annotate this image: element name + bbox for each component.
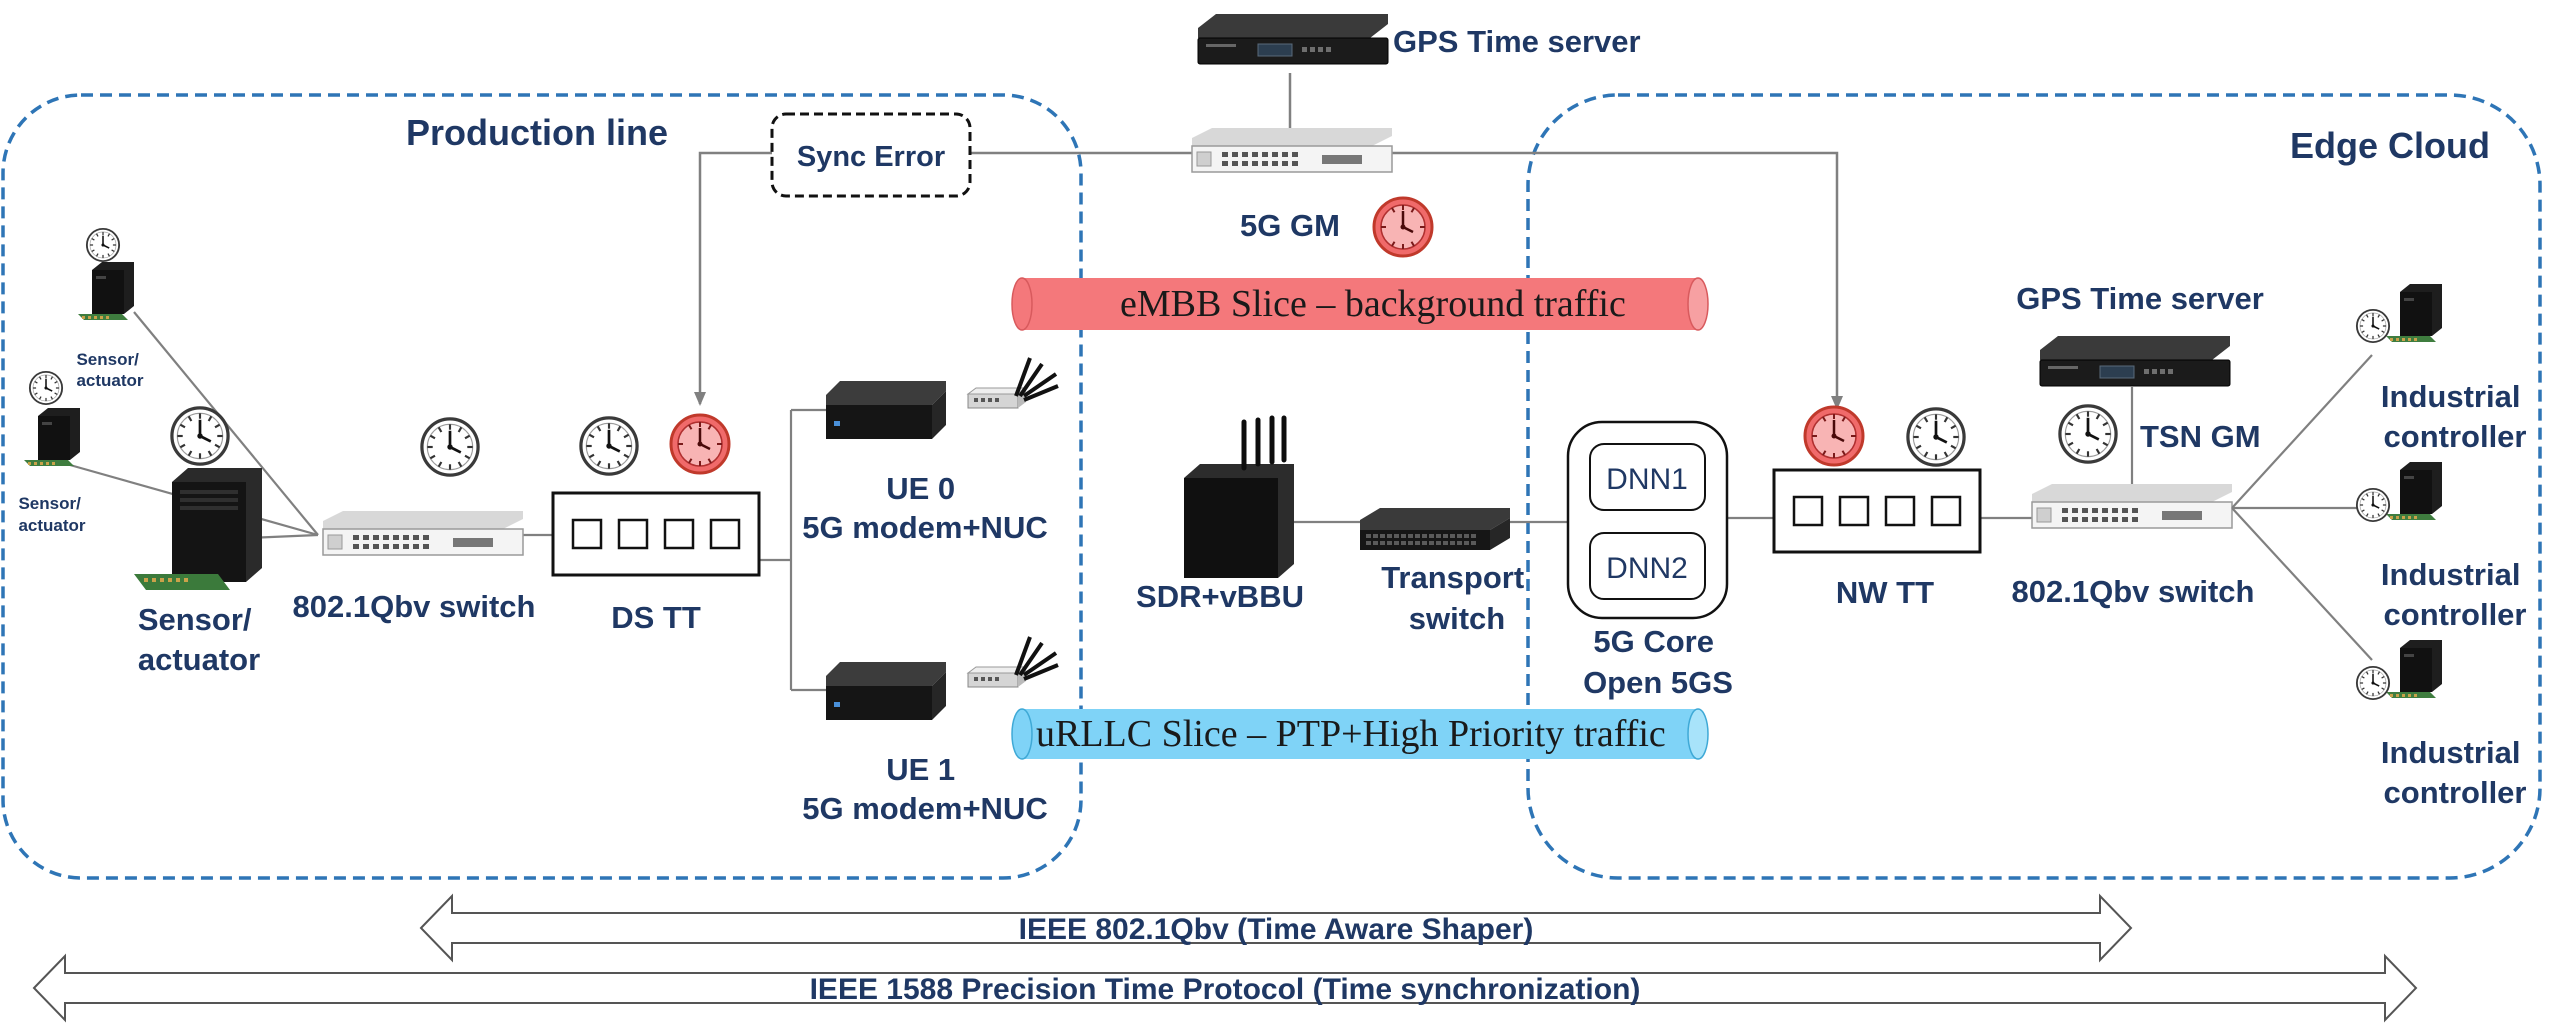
ds-tt-label: DS TT (611, 600, 701, 635)
production-switch-icon (322, 510, 524, 556)
5g-gm-label: 5G GM (1240, 208, 1340, 243)
controller-2-clock-icon (2355, 487, 2391, 523)
nw-tt-label: NW TT (1836, 575, 1934, 610)
gps-server-top-icon (1197, 13, 1389, 65)
sensor-large-clock-icon (170, 406, 230, 466)
edge-cloud-title: Edge Cloud (2290, 125, 2490, 166)
ue0-modem-icon (966, 356, 1060, 410)
tsn-gm-label: TSN GM (2140, 419, 2261, 454)
urllc-slice-label: uRLLC Slice – PTP+High Priority traffic (1036, 713, 1666, 755)
core-links (1294, 516, 2032, 524)
sensor-large-icon (134, 468, 262, 590)
dnn2-label: DNN2 (1606, 552, 1688, 585)
ue1-label: UE 1 5G modem+NUC (802, 752, 1047, 826)
sync-error-box (770, 112, 972, 198)
sensor-small-1-icon (78, 262, 134, 320)
embb-slice (1011, 277, 1709, 331)
ue1-modem-icon (966, 635, 1060, 689)
tsn-gm-clock-icon (2058, 404, 2118, 464)
production-line-zone (1, 93, 1083, 880)
edge-switch-icon (2031, 483, 2233, 529)
sync-error-label: Sync Error (797, 141, 945, 173)
5g-gm-icon (1191, 127, 1393, 173)
ds-tt-clock-icon (579, 416, 639, 476)
controller-2-icon (2386, 462, 2442, 520)
production-switch-clock-icon (420, 417, 480, 477)
sdr-label: SDR+vBBU (1136, 579, 1304, 614)
gps-server-top-label: GPS Time server (1393, 24, 1641, 59)
sync-lines (694, 73, 1843, 410)
urllc-slice (1011, 708, 1709, 760)
sdr-icon (1184, 418, 1294, 578)
dnn1-box (1589, 443, 1706, 511)
nw-tt-box (1772, 468, 1982, 554)
ptp-label: IEEE 1588 Precision Time Protocol (Time … (810, 973, 1641, 1006)
transport-switch-label: Transport switch (1381, 560, 1533, 636)
production-switch-label: 802.1Qbv switch (293, 589, 536, 624)
edge-cloud-zone (1526, 93, 2542, 880)
ue1-nuc-icon (826, 662, 946, 720)
ue0-label: UE 0 5G modem+NUC (802, 471, 1047, 545)
dnn1-label: DNN1 (1606, 463, 1688, 496)
sensor-small-1-label: Sensor/ actuator (76, 350, 143, 390)
production-line-title: Production line (406, 112, 668, 153)
nw-tt-clock-red-icon (1803, 405, 1865, 467)
5g-core-label: 5G Core Open 5GS (1583, 624, 1733, 700)
transport-switch-icon (1360, 508, 1510, 550)
controller-3-clock-icon (2355, 665, 2391, 701)
ue0-nuc-icon (826, 381, 946, 439)
nw-tt-clock-icon (1906, 407, 1966, 467)
sensor-small-1-clock-icon (85, 227, 121, 263)
gps-server-right-icon (2039, 335, 2231, 387)
embb-slice-label: eMBB Slice – background traffic (1120, 283, 1626, 325)
sensor-small-2-label: Sensor/ actuator (18, 494, 85, 535)
controller-3-icon (2386, 640, 2442, 698)
controller-1-clock-icon (2355, 308, 2391, 344)
ptp-double-arrow (32, 953, 2418, 1023)
qbv-label: IEEE 802.1Qbv (Time Aware Shaper) (1019, 913, 1534, 946)
gps-server-right-label: GPS Time server (2016, 281, 2264, 316)
ds-tt-clock-red-icon (669, 413, 731, 475)
edge-switch-label: 802.1Qbv switch (2012, 574, 2255, 609)
ds-tt-box (551, 491, 761, 577)
controller-1-label: Industrial controller (2381, 379, 2529, 454)
sensor-small-2-icon (24, 408, 80, 466)
5g-gm-clock-icon (1372, 196, 1434, 258)
controller-links (2231, 354, 2373, 661)
controller-3-label: Industrial controller (2381, 735, 2529, 810)
controller-2-label: Industrial controller (2381, 557, 2529, 632)
controller-1-icon (2386, 284, 2442, 342)
sensor-large-label: Sensor/ actuator (138, 602, 260, 677)
qbv-double-arrow (419, 893, 2133, 963)
dnn2-box (1589, 532, 1706, 600)
sensor-small-2-clock-icon (28, 370, 64, 406)
